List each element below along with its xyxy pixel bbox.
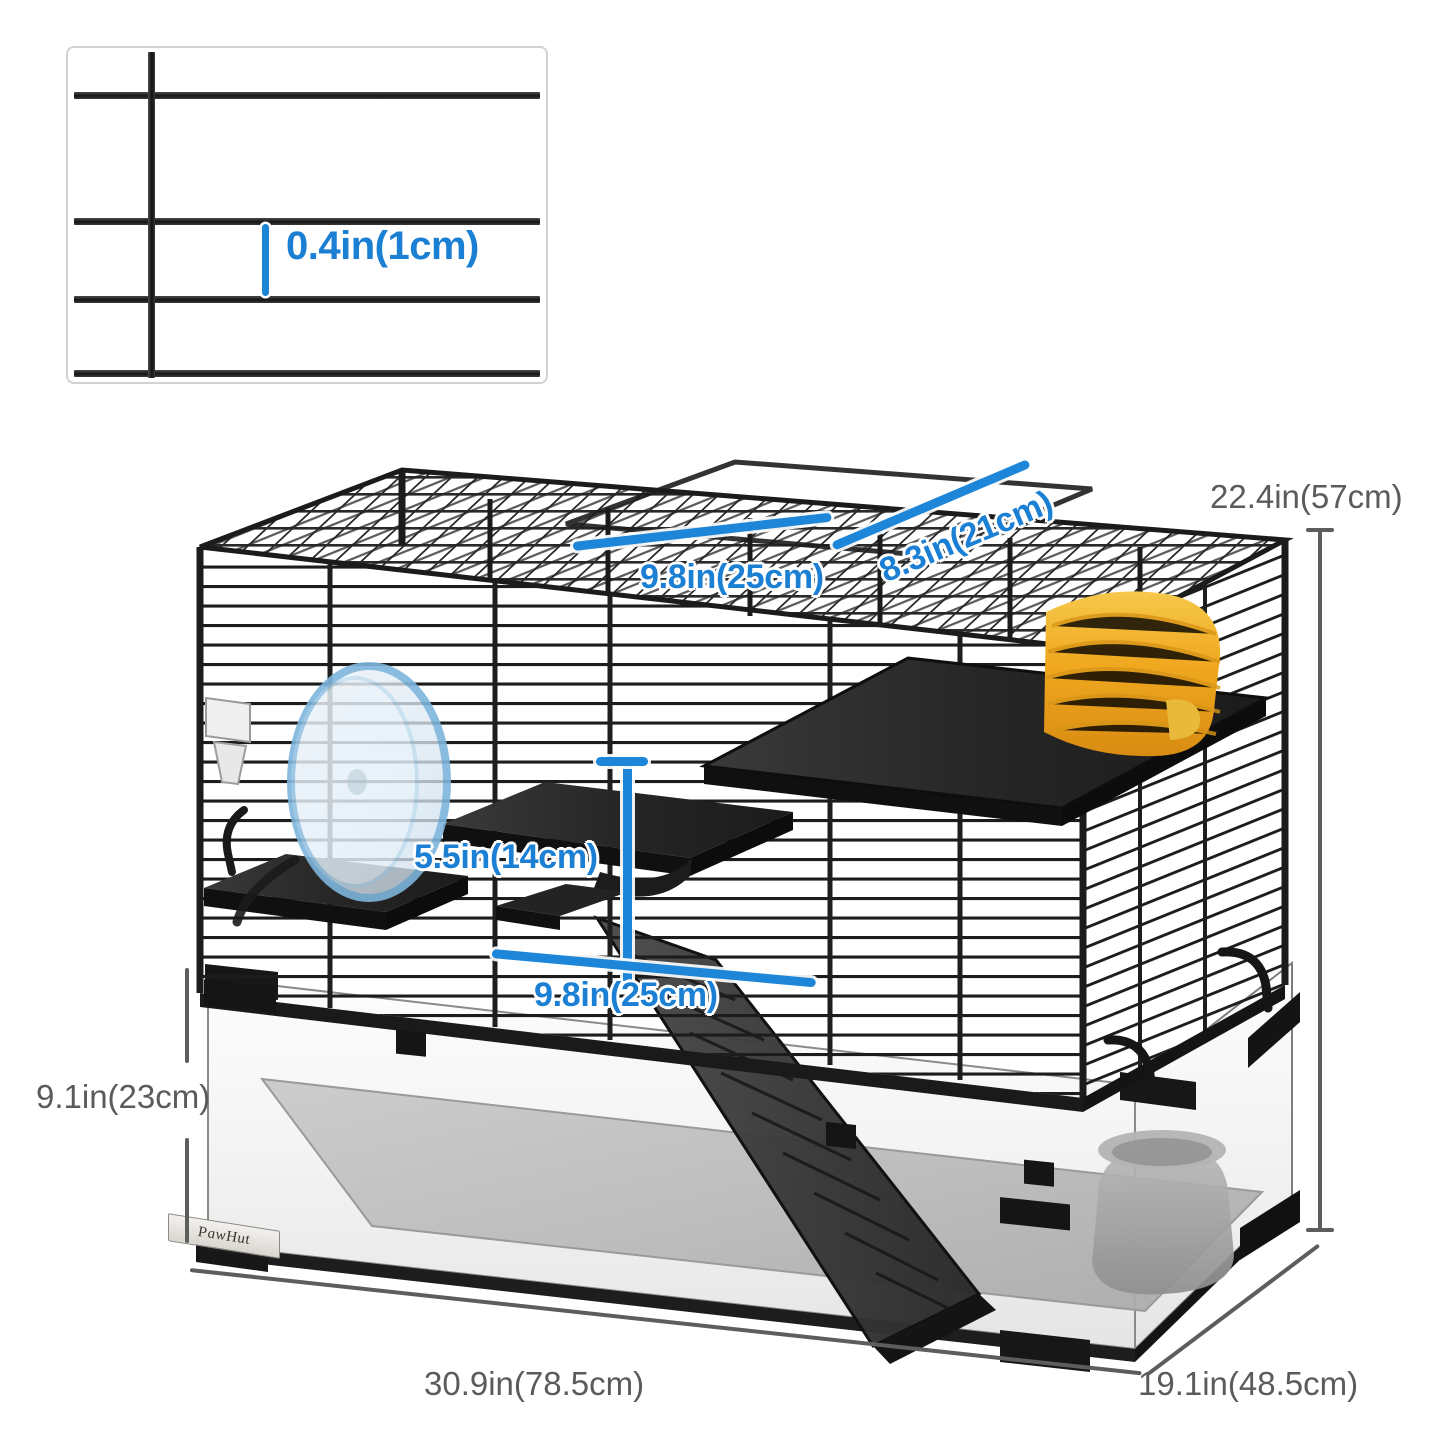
exercise-wheel xyxy=(232,662,451,927)
tunnel-house xyxy=(1044,591,1221,757)
inset-wire-horizontal xyxy=(74,92,540,99)
inset-wire-vertical xyxy=(148,52,155,378)
gap-indicator-line xyxy=(262,224,269,296)
height-dimension-cap-bottom xyxy=(1306,1228,1334,1232)
depth-label: 19.1in(48.5cm) xyxy=(1138,1365,1359,1402)
base-height-label: 9.1in(23cm) xyxy=(36,1078,211,1115)
width-label: 30.9in(78.5cm) xyxy=(424,1365,645,1402)
platform-width-label: 9.8in(25cm) xyxy=(534,976,718,1014)
inset-wire-horizontal xyxy=(74,370,540,377)
food-bowl xyxy=(1092,1130,1234,1295)
height-dimension-cap-top xyxy=(1306,528,1334,532)
inset-wire-horizontal xyxy=(74,296,540,303)
base-height-dimension-line-lower xyxy=(185,1138,189,1243)
base-height-dimension-line-upper xyxy=(185,968,189,1063)
inset-wire-horizontal xyxy=(74,218,540,225)
mid-step xyxy=(496,884,628,930)
height-dimension-line xyxy=(1318,530,1322,1230)
gap-label: 0.4in(1cm) xyxy=(286,224,479,268)
wire-spacing-inset: 0.4in(1cm) xyxy=(66,46,548,384)
platform-clearance-label: 5.5in(14cm) xyxy=(414,838,598,876)
platform-clearance-line xyxy=(623,760,632,990)
height-label: 22.4in(57cm) xyxy=(1210,478,1403,515)
top-door-width-label: 9.8in(25cm) xyxy=(640,558,824,596)
platform-clearance-cap-top xyxy=(596,757,648,766)
